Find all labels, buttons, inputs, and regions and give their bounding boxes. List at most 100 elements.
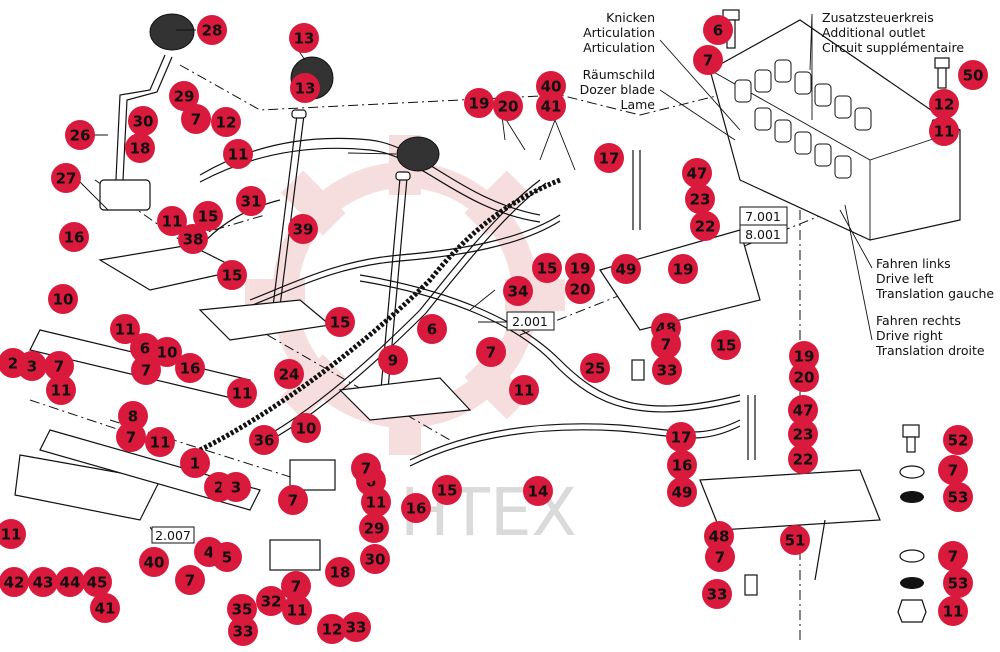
callout-bubble: 9 bbox=[378, 345, 408, 375]
callout-number: 49 bbox=[672, 484, 693, 502]
callout-bubble: 5 bbox=[212, 542, 242, 572]
callout-bubble: 7 bbox=[278, 485, 308, 515]
callout-number: 7 bbox=[948, 548, 958, 566]
raumschild-de: Räumschild bbox=[583, 67, 655, 82]
callout-bubble: 15 bbox=[432, 475, 462, 505]
ref-2007: 2.007 bbox=[155, 528, 191, 543]
callout-bubble: 32 bbox=[256, 586, 286, 616]
callout-number: 19 bbox=[673, 261, 694, 279]
callout-number: 14 bbox=[528, 483, 549, 501]
callout-number: 16 bbox=[64, 229, 85, 247]
callout-bubble: 11 bbox=[157, 206, 187, 236]
callout-bubble: 18 bbox=[325, 557, 355, 587]
callout-bubble: 22 bbox=[690, 211, 720, 241]
callout-number: 20 bbox=[570, 281, 591, 299]
zusatz-de: Zusatzsteuerkreis bbox=[822, 10, 934, 25]
ref-8001: 8.001 bbox=[745, 227, 781, 242]
callout-bubble: 16 bbox=[59, 222, 89, 252]
callout-bubble: 49 bbox=[611, 254, 641, 284]
text-labels: Knicken Articulation Articulation Räumsc… bbox=[580, 10, 995, 358]
callout-number: 6 bbox=[427, 321, 437, 339]
callout-number: 11 bbox=[934, 123, 955, 141]
callout-number: 32 bbox=[261, 593, 282, 611]
callout-bubble: 20 bbox=[493, 91, 523, 121]
callout-bubble: 16 bbox=[175, 353, 205, 383]
callout-bubble: 13 bbox=[290, 73, 320, 103]
callout-bubble: 53 bbox=[943, 482, 973, 512]
callout-bubble: 20 bbox=[565, 274, 595, 304]
callout-bubble: 15 bbox=[193, 201, 223, 231]
callout-bubble: 7 bbox=[693, 45, 723, 75]
callout-number: 44 bbox=[60, 574, 81, 592]
callout-number: 22 bbox=[793, 451, 814, 469]
callout-number: 2 bbox=[8, 355, 18, 373]
callout-bubble: 14 bbox=[523, 476, 553, 506]
callout-number: 48 bbox=[709, 528, 730, 546]
callout-number: 6 bbox=[140, 340, 150, 358]
callout-number: 7 bbox=[288, 492, 298, 510]
callout-number: 41 bbox=[95, 600, 116, 618]
callout-number: 11 bbox=[115, 321, 136, 339]
fahren-rechts-en: Drive right bbox=[876, 328, 943, 343]
callout-number: 7 bbox=[715, 549, 725, 567]
callout-bubble: 17 bbox=[594, 143, 624, 173]
callout-bubble: 11 bbox=[282, 595, 312, 625]
callout-bubble: 7 bbox=[44, 351, 74, 381]
callout-number: 29 bbox=[364, 520, 385, 538]
callout-number: 17 bbox=[599, 150, 620, 168]
callout-bubble: 15 bbox=[711, 330, 741, 360]
callout-number: 34 bbox=[508, 283, 529, 301]
callout-bubble: 18 bbox=[125, 133, 155, 163]
callout-number: 7 bbox=[948, 462, 958, 480]
callout-number: 10 bbox=[157, 344, 178, 362]
callout-number: 11 bbox=[150, 434, 171, 452]
callout-number: 49 bbox=[616, 261, 637, 279]
callout-bubble: 31 bbox=[236, 186, 266, 216]
callout-number: 3 bbox=[27, 358, 37, 376]
callout-number: 1 bbox=[190, 455, 200, 473]
fahren-rechts-de: Fahren rechts bbox=[876, 313, 961, 328]
callout-bubble: 51 bbox=[780, 525, 810, 555]
ref-boxes: 2.001 2.007 7.001 8.001 bbox=[151, 206, 788, 544]
callout-number: 29 bbox=[174, 88, 195, 106]
callout-number: 15 bbox=[537, 260, 558, 278]
callout-number: 11 bbox=[162, 213, 183, 231]
callout-bubble: 11 bbox=[0, 519, 26, 549]
callout-bubble: 7 bbox=[175, 565, 205, 595]
callout-number: 41 bbox=[541, 98, 562, 116]
callout-number: 35 bbox=[232, 601, 253, 619]
callout-number: 16 bbox=[406, 500, 427, 518]
callout-bubble: 23 bbox=[685, 184, 715, 214]
callout-bubble: 7 bbox=[705, 542, 735, 572]
callout-bubble: 45 bbox=[82, 567, 112, 597]
callout-number: 45 bbox=[87, 574, 108, 592]
control-valve bbox=[709, 19, 961, 241]
callout-number: 38 bbox=[183, 231, 204, 249]
callout-number: 2 bbox=[214, 479, 224, 497]
callout-bubble: 23 bbox=[788, 419, 818, 449]
callout-number: 11 bbox=[366, 494, 387, 512]
callout-number: 33 bbox=[233, 623, 254, 641]
callout-bubble: 39 bbox=[288, 214, 318, 244]
callout-bubble: 11 bbox=[227, 378, 257, 408]
callout-bubble: 47 bbox=[788, 395, 818, 425]
callout-bubble: 35 bbox=[227, 594, 257, 624]
fahren-links-en: Drive left bbox=[876, 271, 934, 286]
callout-bubble: 38 bbox=[178, 224, 208, 254]
callout-bubble: 7 bbox=[181, 104, 211, 134]
callout-bubble: 41 bbox=[536, 91, 566, 121]
callout-bubble: 22 bbox=[788, 444, 818, 474]
callout-number: 47 bbox=[793, 402, 814, 420]
callout-number: 7 bbox=[191, 111, 201, 129]
callout-bubble: 50 bbox=[958, 60, 988, 90]
callout-bubble: 16 bbox=[667, 450, 697, 480]
callout-bubble: 42 bbox=[0, 567, 29, 597]
zusatz-en: Additional outlet bbox=[822, 25, 925, 40]
callout-number: 13 bbox=[295, 80, 316, 98]
callout-bubble: 13 bbox=[289, 23, 319, 53]
callout-number: 6 bbox=[713, 22, 723, 40]
callout-number: 8 bbox=[128, 408, 138, 426]
callout-bubble: 11 bbox=[145, 427, 175, 457]
callout-bubble: 7 bbox=[281, 571, 311, 601]
